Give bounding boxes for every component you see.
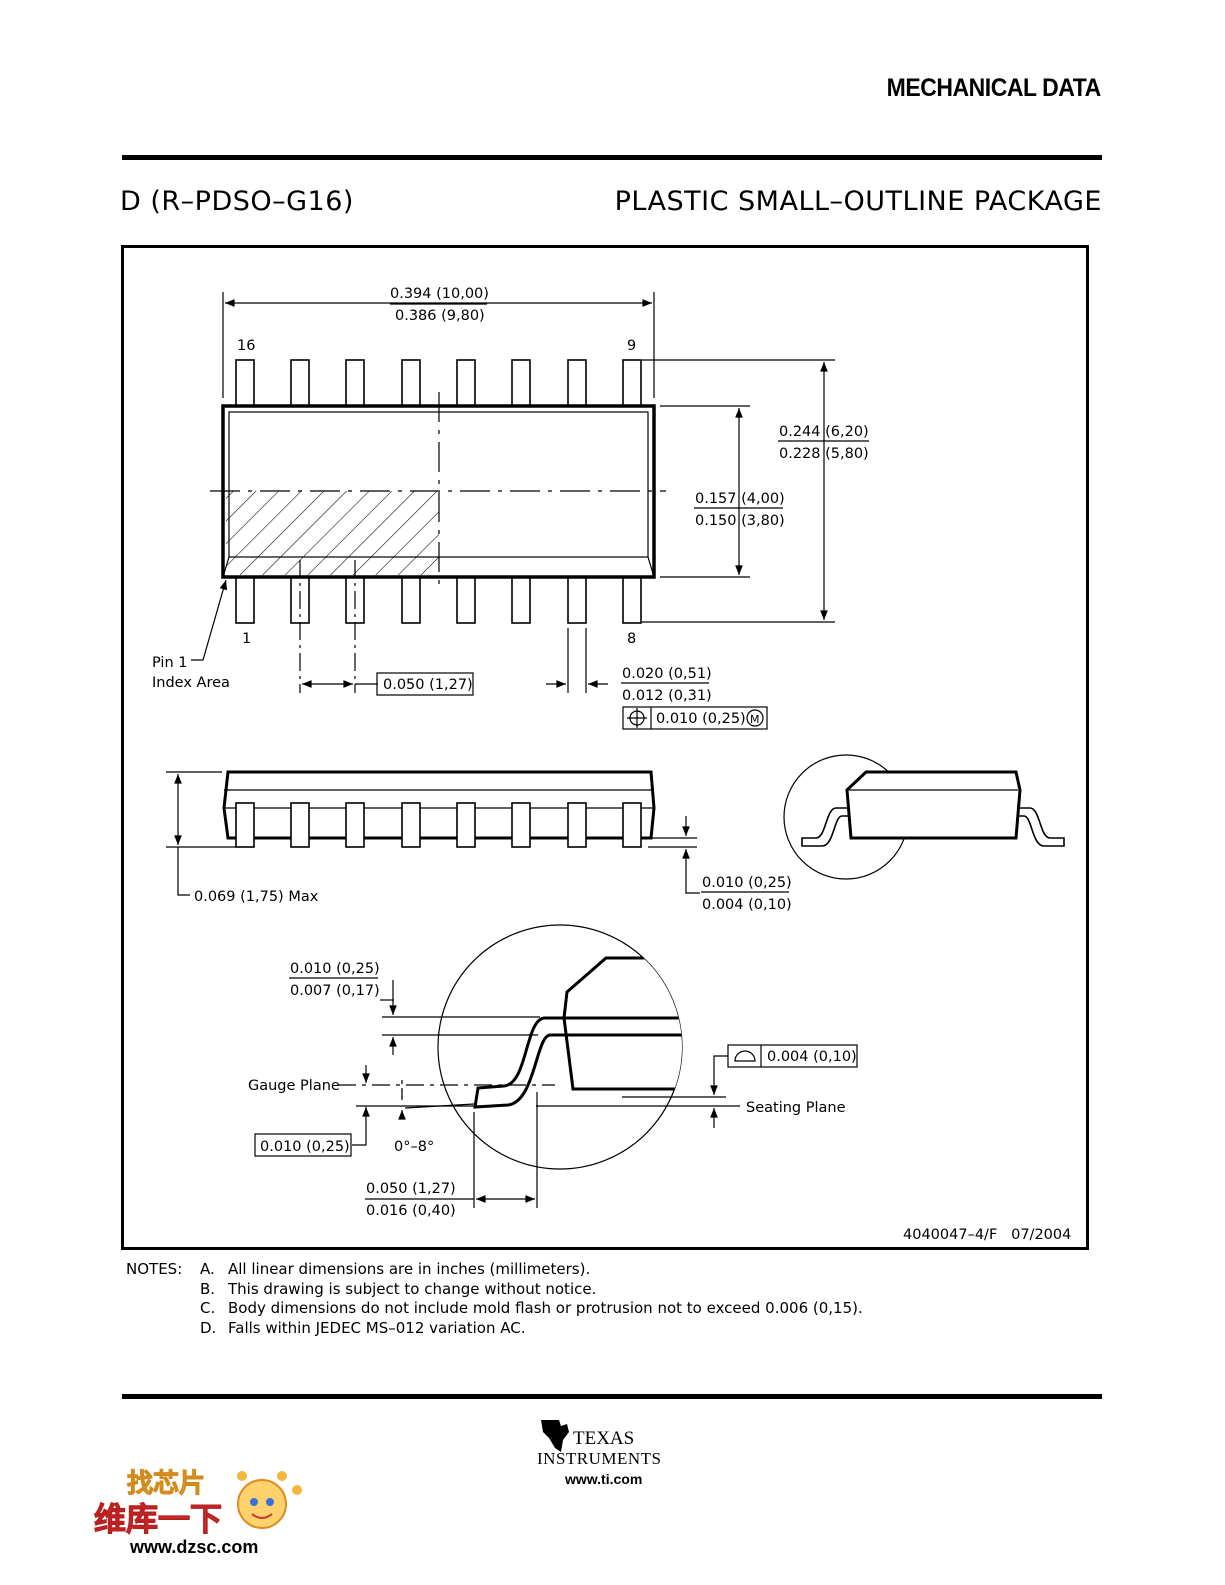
pin-1-label: 1 [242, 631, 251, 647]
footer-url: www.ti.com [565, 1471, 643, 1487]
top-view-labels: 0.394 (10,00) 0.386 (9,80) 16 9 1 8 0.24… [152, 286, 869, 727]
pin-16-label: 16 [237, 338, 255, 354]
notes-list: A.All linear dimensions are in inches (m… [200, 1260, 863, 1338]
notes-heading: NOTES: [126, 1260, 183, 1278]
svg-text:找芯片: 找芯片 [127, 1469, 205, 1499]
total-width-max-label: 0.244 (6,20) [779, 424, 869, 440]
total-width-min-label: 0.228 (5,80) [779, 446, 869, 462]
lead-width-min-label: 0.012 (0,31) [622, 688, 712, 704]
mmc-modifier-label: M [750, 713, 760, 726]
bottom-rule [122, 1394, 1102, 1399]
gauge-dim-label: 0.010 (0,25) [260, 1139, 350, 1155]
foot-max-label: 0.050 (1,27) [366, 1181, 456, 1197]
drawing-number: 4040047–4/F 07/2004 [903, 1227, 1071, 1243]
pin-8-label: 8 [627, 631, 636, 647]
svg-text:INSTRUMENTS: INSTRUMENTS [537, 1449, 662, 1468]
flatness-label: 0.004 (0,10) [767, 1049, 857, 1065]
detail-view-labels: 0.010 (0,25) 0.007 (0,17) Gauge Plane 0.… [248, 961, 1071, 1243]
note-item: D.Falls within JEDEC MS–012 variation AC… [200, 1318, 526, 1337]
drawing-frame [121, 245, 1089, 1250]
svg-text:TEXAS: TEXAS [573, 1428, 634, 1449]
top-view [191, 292, 869, 730]
pitch-label: 0.050 (1,27) [383, 677, 473, 693]
lead-thick-max-label: 0.010 (0,25) [290, 961, 380, 977]
angle-label: 0°–8° [394, 1139, 434, 1155]
mascot-icon [237, 1479, 287, 1529]
body-width-max-label: 0.157 (4,00) [695, 491, 785, 507]
gauge-plane-label: Gauge Plane [248, 1078, 340, 1094]
standoff-max-label: 0.010 (0,25) [702, 875, 792, 891]
pin1-label: Pin 1 [152, 655, 187, 671]
section-title: MECHANICAL DATA [886, 74, 1102, 102]
svg-text:维库一下: 维库一下 [94, 1500, 222, 1538]
note-item: B.This drawing is subject to change with… [200, 1279, 597, 1298]
foot-min-label: 0.016 (0,40) [366, 1203, 456, 1219]
seating-plane-label: Seating Plane [746, 1100, 846, 1116]
dzsc-watermark: 找芯片 维库一下 [94, 1469, 302, 1539]
body-width-min-label: 0.150 (3,80) [695, 513, 785, 529]
length-min-label: 0.386 (9,80) [395, 308, 485, 324]
detail-view [254, 924, 858, 1208]
note-item: C.Body dimensions do not include mold fl… [200, 1299, 863, 1317]
height-max-label: 0.069 (1,75) Max [194, 889, 319, 905]
lead-width-max-label: 0.020 (0,51) [622, 666, 712, 682]
package-type: PLASTIC SMALL–OUTLINE PACKAGE [614, 186, 1102, 217]
side-view-labels: 0.069 (1,75) Max 0.010 (0,25) 0.004 (0,1… [194, 875, 792, 913]
top-leads [235, 359, 642, 407]
watermark-url: www.dzsc.com [130, 1537, 259, 1557]
standoff-min-label: 0.004 (0,10) [702, 897, 792, 913]
note-item: A.All linear dimensions are in inches (m… [200, 1260, 591, 1278]
top-rule [122, 155, 1102, 160]
position-tolerance-label: 0.010 (0,25) [656, 711, 746, 727]
index-area-label: Index Area [152, 675, 230, 691]
ti-logo: TEXAS INSTRUMENTS [537, 1420, 662, 1468]
texas-state-icon [541, 1420, 569, 1452]
pin1-index-area [226, 491, 439, 575]
lead-thick-min-label: 0.007 (0,17) [290, 983, 380, 999]
package-code: D (R–PDSO–G16) [120, 186, 354, 217]
pin-9-label: 9 [627, 338, 636, 354]
length-max-label: 0.394 (10,00) [390, 286, 489, 302]
side-view [166, 754, 1065, 896]
